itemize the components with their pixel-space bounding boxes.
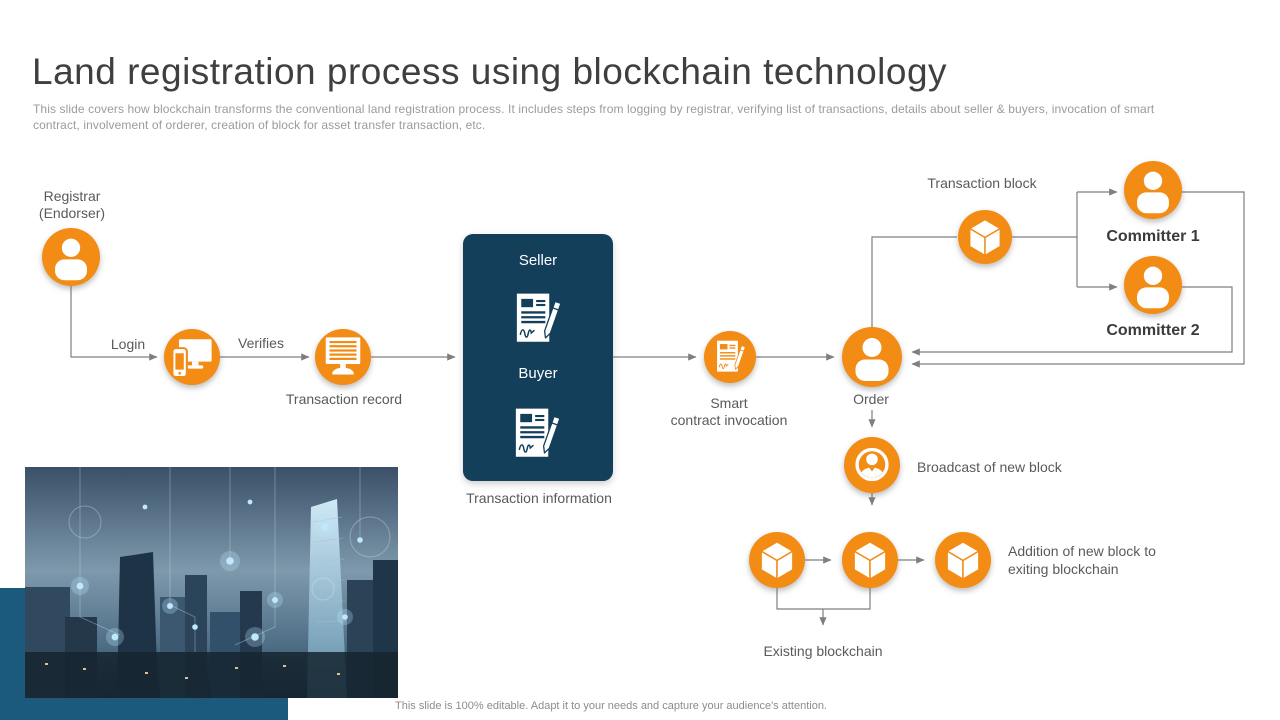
- smart-city-image: [25, 467, 398, 698]
- registrar-label-line2: (Endorser): [38, 205, 106, 221]
- transaction-record-label: Transaction record: [285, 391, 403, 407]
- page-title: Land registration process using blockcha…: [32, 50, 948, 92]
- verifies-label: Verifies: [238, 335, 284, 351]
- cube-icon: [749, 532, 805, 588]
- transaction-information-label: Transaction information: [466, 490, 612, 506]
- committer2-label: Committer 2: [1106, 322, 1200, 339]
- smart-contract-label-line1: Smart: [710, 395, 748, 411]
- seller-label: Seller: [518, 252, 558, 269]
- contract-document-icon: [509, 290, 565, 348]
- city-skyline-graphic: [25, 467, 398, 698]
- cube-icon: [958, 210, 1012, 264]
- registrar-node: [42, 228, 100, 286]
- contract-document-icon: [712, 339, 748, 375]
- committer1-node: [1124, 161, 1182, 219]
- committer1-label: Committer 1: [1106, 228, 1200, 245]
- committer2-node: [1124, 256, 1182, 314]
- buyer-label: Buyer: [518, 365, 558, 382]
- addition-label-line1: Addition of new block to: [1008, 543, 1156, 559]
- addition-label-line2: exiting blockchain: [1008, 561, 1119, 577]
- monitor-list-icon: [315, 329, 371, 385]
- smart-contract-label-line2: contract invocation: [670, 412, 788, 428]
- block2-node: [842, 532, 898, 588]
- cube-icon: [842, 532, 898, 588]
- transaction-block-node: [958, 210, 1012, 264]
- login-label: Login: [110, 336, 146, 352]
- person-icon: [1124, 161, 1182, 219]
- verifies-node: [315, 329, 371, 385]
- block1-node: [749, 532, 805, 588]
- computer-devices-icon: [164, 329, 220, 385]
- transaction-block-label: Transaction block: [927, 175, 1037, 191]
- transaction-information-panel: Seller Buyer: [463, 234, 613, 481]
- smart-contract-node: [704, 331, 756, 383]
- existing-blockchain-label: Existing blockchain: [763, 643, 883, 659]
- slide-description: This slide covers how blockchain transfo…: [33, 102, 1155, 132]
- registrar-label-line1: Registrar: [43, 188, 101, 204]
- order-label: Order: [853, 391, 889, 407]
- person-icon: [42, 228, 100, 286]
- broadcast-person-icon: [844, 437, 900, 493]
- block3-node: [935, 532, 991, 588]
- cube-icon: [935, 532, 991, 588]
- login-node: [164, 329, 220, 385]
- broadcast-node: [844, 437, 900, 493]
- contract-document-icon: [508, 405, 564, 463]
- broadcast-label: Broadcast of new block: [917, 459, 1062, 475]
- person-icon: [842, 327, 902, 387]
- person-icon: [1124, 256, 1182, 314]
- footer-note: This slide is 100% editable. Adapt it to…: [395, 700, 827, 712]
- order-node: [842, 327, 902, 387]
